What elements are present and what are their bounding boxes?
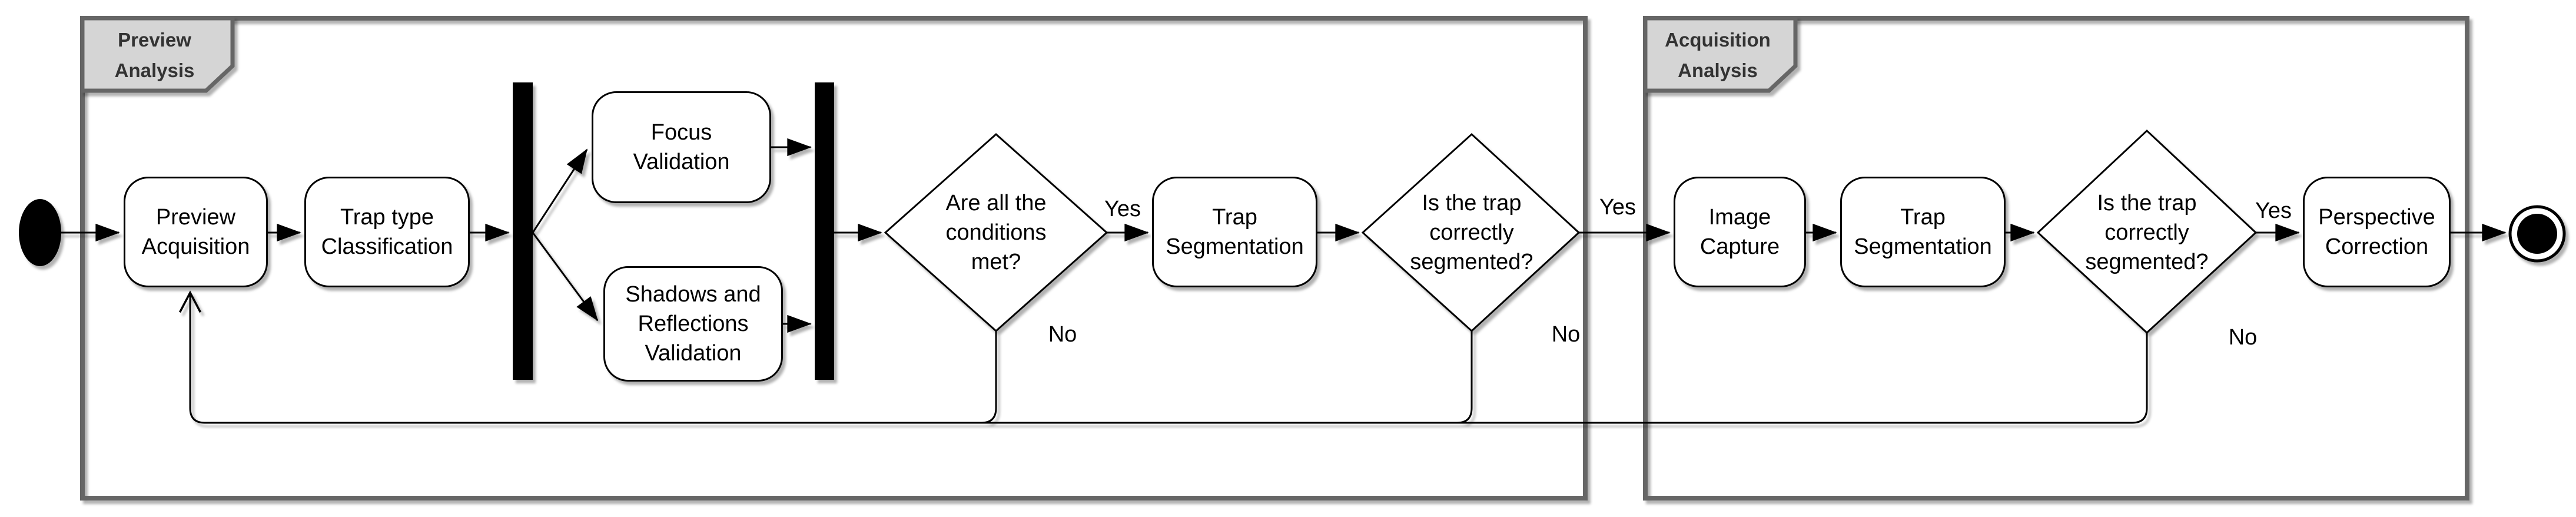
partition-label-preview-analysis: Preview Analysis xyxy=(114,29,195,81)
activity-trap-type-classification: Trap type Classification xyxy=(304,177,470,287)
activity-preview-acquisition: Preview Acquisition xyxy=(124,177,268,287)
activity-label: Perspective Correction xyxy=(2318,205,2435,259)
activity-shadows-reflections-validation: Shadows and Reflections Validation xyxy=(603,266,783,382)
edge-fork-to-shadows-validation xyxy=(532,232,599,322)
decision-label-trap-segmented-acquisition: Is the trap correctly segmented? xyxy=(2085,191,2209,274)
fork-bar xyxy=(513,82,533,380)
edge-fork-to-focus-validation xyxy=(532,148,588,233)
end-node-inner-dot xyxy=(2517,214,2557,254)
activity-label: Trap type Classification xyxy=(321,205,453,259)
guard-label-no-conditions: No xyxy=(1048,322,1077,347)
partition-preview-analysis xyxy=(80,16,1588,501)
start-node xyxy=(19,199,61,266)
join-bar xyxy=(815,82,834,380)
activity-label: Focus Validation xyxy=(633,120,730,174)
edge-no-conditions-loop xyxy=(981,331,997,424)
partition-acquisition-analysis xyxy=(1643,16,2469,501)
decision-label-conditions-met: Are all the conditions met? xyxy=(945,191,1047,274)
activity-label: Shadows and Reflections Validation xyxy=(625,282,761,366)
guard-label-no-segmented-preview: No xyxy=(1551,322,1581,347)
activity-focus-validation: Focus Validation xyxy=(592,91,771,203)
activity-trap-segmentation-acquisition: Trap Segmentation xyxy=(1840,177,2006,287)
guard-label-yes-segmented-preview: Yes xyxy=(1599,195,1636,220)
edge-no-segmented-preview-loop xyxy=(1456,331,1473,424)
guard-label-yes-conditions: Yes xyxy=(1104,197,1141,221)
flow-edges xyxy=(61,138,2507,424)
activity-perspective-correction: Perspective Correction xyxy=(2303,177,2451,287)
activity-label: Preview Acquisition xyxy=(141,205,250,259)
activity-label: Trap Segmentation xyxy=(1166,205,1304,259)
edge-no-loop-back-to-preview-acquisition xyxy=(190,293,2148,424)
guard-label-yes-segmented-acquisition: Yes xyxy=(2255,198,2292,223)
activity-image-capture: Image Capture xyxy=(1674,177,1806,287)
decision-label-trap-segmented-preview: Is the trap correctly segmented? xyxy=(1410,191,1533,274)
activity-label: Image Capture xyxy=(1699,205,1780,259)
partition-tab-preview-analysis xyxy=(80,16,235,93)
guard-label-no-segmented-acquisition: No xyxy=(2228,325,2258,350)
partition-label-acquisition-analysis: Acquisition Analysis xyxy=(1665,29,1771,81)
activity-trap-segmentation-preview: Trap Segmentation xyxy=(1152,177,1317,287)
partition-tab-acquisition-analysis xyxy=(1643,16,1798,93)
activity-label: Trap Segmentation xyxy=(1854,205,1992,259)
